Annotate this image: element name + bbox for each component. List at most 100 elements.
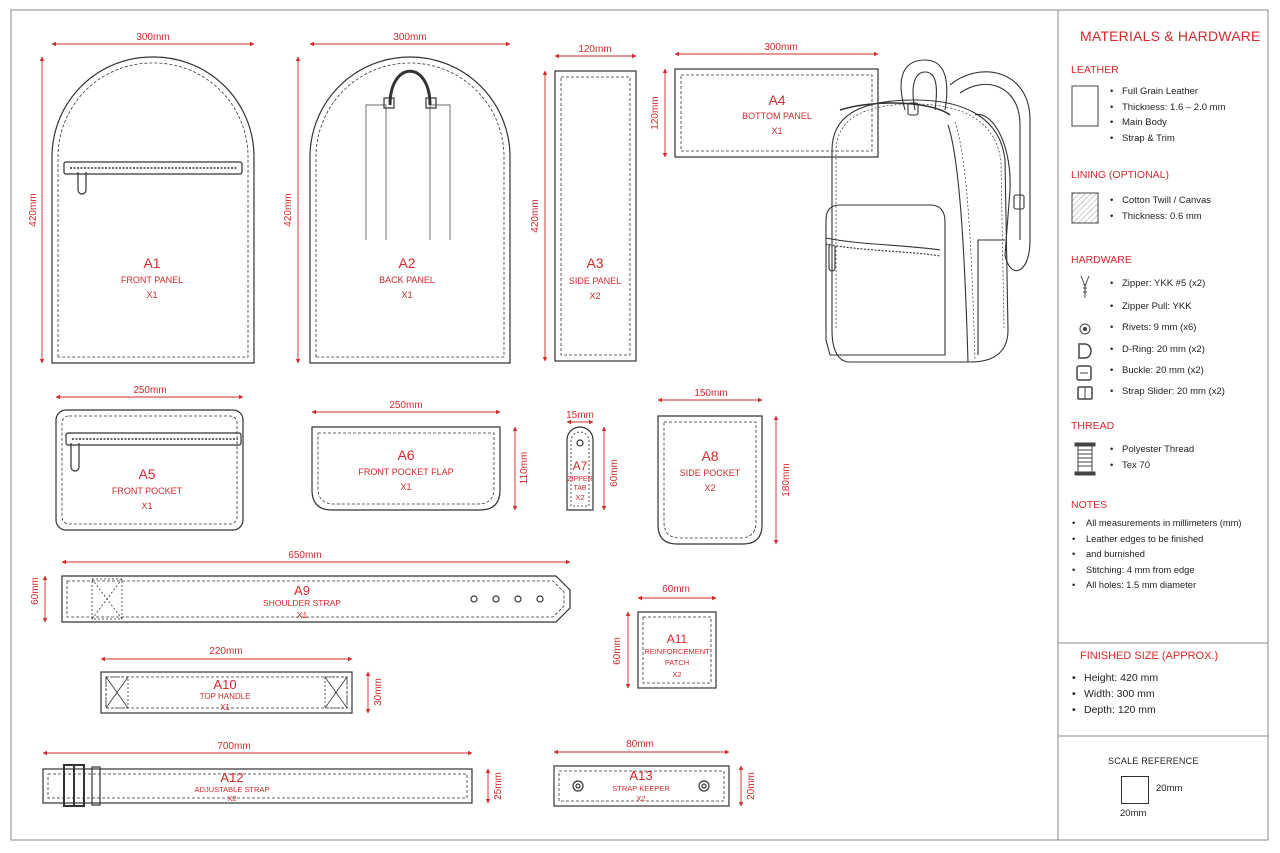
dim-a1-width: 300mm bbox=[136, 32, 169, 43]
zipper-pull-icon bbox=[70, 443, 80, 472]
a6-code: A6 bbox=[397, 447, 414, 463]
dim-a6-height: 110mm bbox=[519, 452, 530, 485]
a1-code: A1 bbox=[143, 255, 160, 271]
piece-a2-back-panel bbox=[309, 56, 511, 364]
a9-qty: X1 bbox=[297, 610, 308, 620]
a10-code: A10 bbox=[213, 677, 236, 692]
a5-name: FRONT POCKET bbox=[112, 486, 183, 496]
list-item: Cotton Twill / Canvas bbox=[1110, 193, 1211, 209]
a13-code: A13 bbox=[629, 768, 652, 783]
a2-qty: X1 bbox=[401, 290, 412, 300]
a4-code: A4 bbox=[768, 92, 785, 108]
hardware-item-rivets: Rivets: 9 mm (x6) bbox=[1110, 322, 1196, 333]
scale-width-label: 20mm bbox=[1156, 783, 1183, 794]
list-item: Full Grain Leather bbox=[1110, 84, 1225, 100]
thread-list: Polyester Thread Tex 70 bbox=[1110, 442, 1194, 473]
lining-heading: LINING (OPTIONAL) bbox=[1071, 169, 1170, 181]
a1-qty: X1 bbox=[146, 290, 157, 300]
a6-name: FRONT POCKET FLAP bbox=[358, 467, 453, 477]
dim-a9-width: 650mm bbox=[288, 550, 321, 561]
dim-a8-width: 150mm bbox=[694, 388, 727, 399]
list-item: Main Body bbox=[1110, 115, 1225, 131]
a12-qty: X2 bbox=[227, 794, 236, 803]
a1-name: FRONT PANEL bbox=[121, 275, 183, 285]
dim-a10-height: 30mm bbox=[373, 678, 384, 706]
scale-reference-heading: SCALE REFERENCE bbox=[1108, 756, 1199, 766]
notes-list: All measurements in millimeters (mm) Lea… bbox=[1072, 516, 1242, 594]
a2-code: A2 bbox=[398, 255, 415, 271]
dim-a7-width: 15mm bbox=[566, 410, 594, 421]
list-item: Depth: 120 mm bbox=[1072, 702, 1158, 718]
sidebar-icons bbox=[1071, 85, 1099, 476]
list-item-text: and burnished bbox=[1086, 549, 1145, 559]
dim-a5-width: 250mm bbox=[133, 385, 166, 396]
dim-a3-width: 120mm bbox=[578, 44, 611, 55]
thread-heading: THREAD bbox=[1071, 420, 1115, 432]
rivet-icon bbox=[1079, 323, 1091, 335]
a4-qty: X1 bbox=[771, 126, 782, 136]
zipper-icon bbox=[63, 161, 243, 175]
a7-name-1: ZIPPER bbox=[567, 476, 592, 483]
dim-a4-height: 120mm bbox=[650, 96, 661, 129]
dim-a8-height: 180mm bbox=[781, 463, 792, 496]
a12-code: A12 bbox=[220, 770, 243, 785]
finished-size-list: Height: 420 mm Width: 300 mm Depth: 120 … bbox=[1072, 670, 1158, 718]
rivet-hole-icon bbox=[470, 595, 478, 603]
list-item: Strap & Trim bbox=[1110, 131, 1225, 147]
a8-code: A8 bbox=[701, 448, 718, 464]
a11-code: A11 bbox=[667, 632, 688, 646]
handle-loop-icon bbox=[388, 69, 432, 106]
thread-spool-icon bbox=[1074, 442, 1096, 476]
a7-code: A7 bbox=[573, 459, 588, 473]
a9-name: SHOULDER STRAP bbox=[263, 598, 341, 608]
dim-a7-height: 60mm bbox=[609, 459, 620, 487]
hardware-item-strap-slider: Strap Slider: 20 mm (x2) bbox=[1110, 386, 1225, 397]
zipper-icon bbox=[65, 432, 242, 446]
piece-a7-zipper-tab bbox=[566, 426, 594, 511]
leather-swatch-icon bbox=[1071, 85, 1099, 127]
a7-qty: X2 bbox=[575, 493, 584, 502]
piece-a8-side-pocket bbox=[657, 415, 763, 545]
hardware-item-d-ring: D-Ring: 20 mm (x2) bbox=[1110, 344, 1205, 355]
list-item: Leather edges to be finished bbox=[1072, 532, 1242, 548]
rivet-hole-icon bbox=[536, 595, 544, 603]
a3-code: A3 bbox=[586, 255, 603, 271]
lining-swatch-icon bbox=[1071, 192, 1099, 224]
piece-a10-top-handle bbox=[100, 671, 353, 714]
zipper-pull-icon bbox=[77, 172, 87, 195]
finished-size-heading: FINISHED SIZE (APPROX.) bbox=[1080, 650, 1219, 662]
dim-a2-width: 300mm bbox=[393, 32, 426, 43]
dim-a1-height: 420mm bbox=[28, 193, 39, 226]
backpack-illustration bbox=[825, 59, 1031, 363]
dim-a12-height: 25mm bbox=[493, 772, 504, 800]
sidebar-title: MATERIALS & HARDWARE bbox=[1080, 28, 1261, 44]
leather-heading: LEATHER bbox=[1071, 64, 1119, 76]
scale-height-label: 20mm bbox=[1120, 808, 1147, 819]
list-item: All measurements in millimeters (mm) bbox=[1072, 516, 1242, 532]
a11-qty: X2 bbox=[672, 670, 681, 679]
rivet-icon bbox=[698, 780, 710, 792]
piece-a5-front-pocket bbox=[55, 409, 244, 531]
sheet-border bbox=[10, 9, 1269, 841]
dim-a6-width: 250mm bbox=[389, 400, 422, 411]
piece-labels: A1 FRONT PANEL X1 A2 BACK PANEL X1 A3 SI… bbox=[112, 92, 812, 803]
dim-a11-height: 60mm bbox=[612, 637, 623, 665]
buckle-icon bbox=[1076, 365, 1092, 381]
piece-a11-reinforcement-patch bbox=[637, 611, 717, 689]
piece-a4-bottom-panel bbox=[674, 68, 879, 158]
piece-a6-front-pocket-flap bbox=[311, 426, 501, 511]
hardware-item-zipper-pull: Zipper Pull: YKK bbox=[1110, 301, 1192, 312]
d-ring-icon bbox=[1078, 343, 1092, 359]
piece-a12-adjustable-strap bbox=[42, 764, 473, 807]
hardware-item-buckle: Buckle: 20 mm (x2) bbox=[1110, 365, 1204, 376]
dim-a10-width: 220mm bbox=[209, 646, 242, 657]
list-item: Thickness: 1.6 – 2.0 mm bbox=[1110, 100, 1225, 116]
dim-a3-height: 420mm bbox=[530, 199, 541, 232]
notes-heading: NOTES bbox=[1071, 499, 1108, 511]
list-item: Polyester Thread bbox=[1110, 442, 1194, 458]
dim-a9-height: 60mm bbox=[30, 577, 41, 605]
a4-name: BOTTOM PANEL bbox=[742, 111, 812, 121]
a10-qty: X1 bbox=[220, 703, 230, 712]
strap-slider-icon bbox=[1077, 386, 1093, 400]
